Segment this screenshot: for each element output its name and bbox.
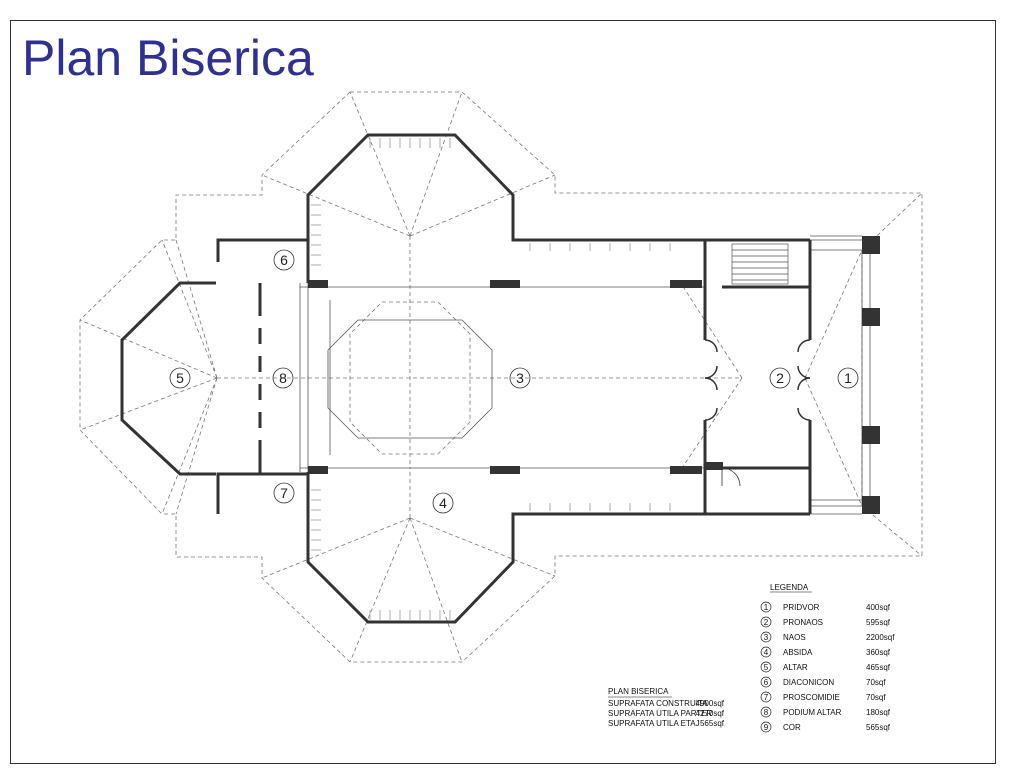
svg-text:9: 9 (764, 723, 769, 732)
svg-text:PRONAOS: PRONAOS (783, 618, 823, 627)
roof-outline (79, 91, 923, 663)
room-marker-7: 7 (273, 482, 295, 504)
svg-text:180sqf: 180sqf (866, 708, 891, 717)
room-marker-2: 2 (769, 367, 791, 389)
svg-text:6: 6 (280, 252, 288, 268)
title-block-label-1: SUPRAFATA CONSTRUITA (608, 699, 708, 708)
room-marker-8: 8 (272, 367, 294, 389)
svg-text:7: 7 (764, 693, 769, 702)
legend-item-4: 4 ABSIDA 360sqf (760, 646, 891, 658)
legend: LEGENDA 1 PRIDVOR 400sqf 2 PRONAOS 595sq… (760, 583, 895, 733)
svg-text:70sqf: 70sqf (866, 693, 886, 702)
room-marker-5: 5 (169, 367, 191, 389)
legend-item-7: 7 PROSCOMIDIE 70sqf (760, 691, 886, 703)
svg-text:6: 6 (764, 678, 769, 687)
svg-text:7: 7 (280, 485, 288, 501)
svg-text:PROSCOMIDIE: PROSCOMIDIE (783, 693, 840, 702)
title-block-title: PLAN BISERICA (608, 687, 669, 696)
svg-text:1: 1 (844, 370, 852, 386)
svg-text:ALTAR: ALTAR (783, 663, 808, 672)
title-block-value-1: 4900sqf (696, 699, 725, 708)
svg-text:2200sqf: 2200sqf (866, 633, 895, 642)
window-hatching (311, 138, 671, 620)
room-marker-1: 1 (837, 367, 859, 389)
title-block-label-2: SUPRAFATA UTILA PARTER (608, 709, 713, 718)
columns (308, 236, 880, 514)
legend-item-8: 8 PODIUM ALTAR 180sqf (760, 706, 891, 718)
title-block: PLAN BISERICA SUPRAFATA CONSTRUITA 4900s… (608, 687, 725, 728)
legend-item-1: 1 PRIDVOR 400sqf (760, 601, 891, 613)
svg-text:3: 3 (764, 633, 769, 642)
svg-text:PRIDVOR: PRIDVOR (783, 603, 820, 612)
svg-text:2: 2 (776, 370, 784, 386)
legend-item-5: 5 ALTAR 465sqf (760, 661, 891, 673)
svg-text:595sqf: 595sqf (866, 618, 891, 627)
room-marker-3: 3 (509, 367, 531, 389)
svg-text:360sqf: 360sqf (866, 648, 891, 657)
svg-text:5: 5 (764, 663, 769, 672)
title-block-label-3: SUPRAFATA UTILA ETAJ (608, 719, 700, 728)
svg-text:DIACONICON: DIACONICON (783, 678, 834, 687)
svg-text:5: 5 (176, 370, 184, 386)
slide-title: Plan Biserica (22, 30, 314, 86)
legend-item-2: 2 PRONAOS 595sqf (760, 616, 891, 628)
svg-text:COR: COR (783, 723, 801, 732)
legend-item-9: 9 COR 565sqf (760, 721, 891, 733)
svg-text:70sqf: 70sqf (866, 678, 886, 687)
main-walls (120, 133, 812, 624)
svg-text:PODIUM ALTAR: PODIUM ALTAR (783, 708, 842, 717)
svg-text:3: 3 (516, 370, 524, 386)
title-block-value-2: 4270sqf (696, 709, 725, 718)
svg-text:465sqf: 465sqf (866, 663, 891, 672)
doors (704, 339, 811, 487)
legend-item-6: 6 DIACONICON 70sqf (760, 676, 886, 688)
svg-text:8: 8 (764, 708, 769, 717)
title-block-value-3: 565sqf (700, 719, 725, 728)
svg-text:400sqf: 400sqf (866, 603, 891, 612)
svg-text:8: 8 (279, 370, 287, 386)
staircase (731, 243, 789, 285)
svg-text:2: 2 (764, 618, 769, 627)
legend-item-3: 3 NAOS 2200sqf (760, 631, 895, 643)
svg-text:1: 1 (764, 603, 769, 612)
svg-text:565sqf: 565sqf (866, 723, 891, 732)
svg-text:4: 4 (764, 648, 769, 657)
svg-text:ABSIDA: ABSIDA (783, 648, 813, 657)
svg-text:NAOS: NAOS (783, 633, 806, 642)
thin-lines (299, 235, 871, 515)
room-marker-4: 4 (432, 492, 454, 514)
drawing-frame (10, 20, 996, 764)
room-marker-6: 6 (273, 249, 295, 271)
svg-text:4: 4 (439, 495, 447, 511)
legend-title: LEGENDA (770, 583, 809, 592)
